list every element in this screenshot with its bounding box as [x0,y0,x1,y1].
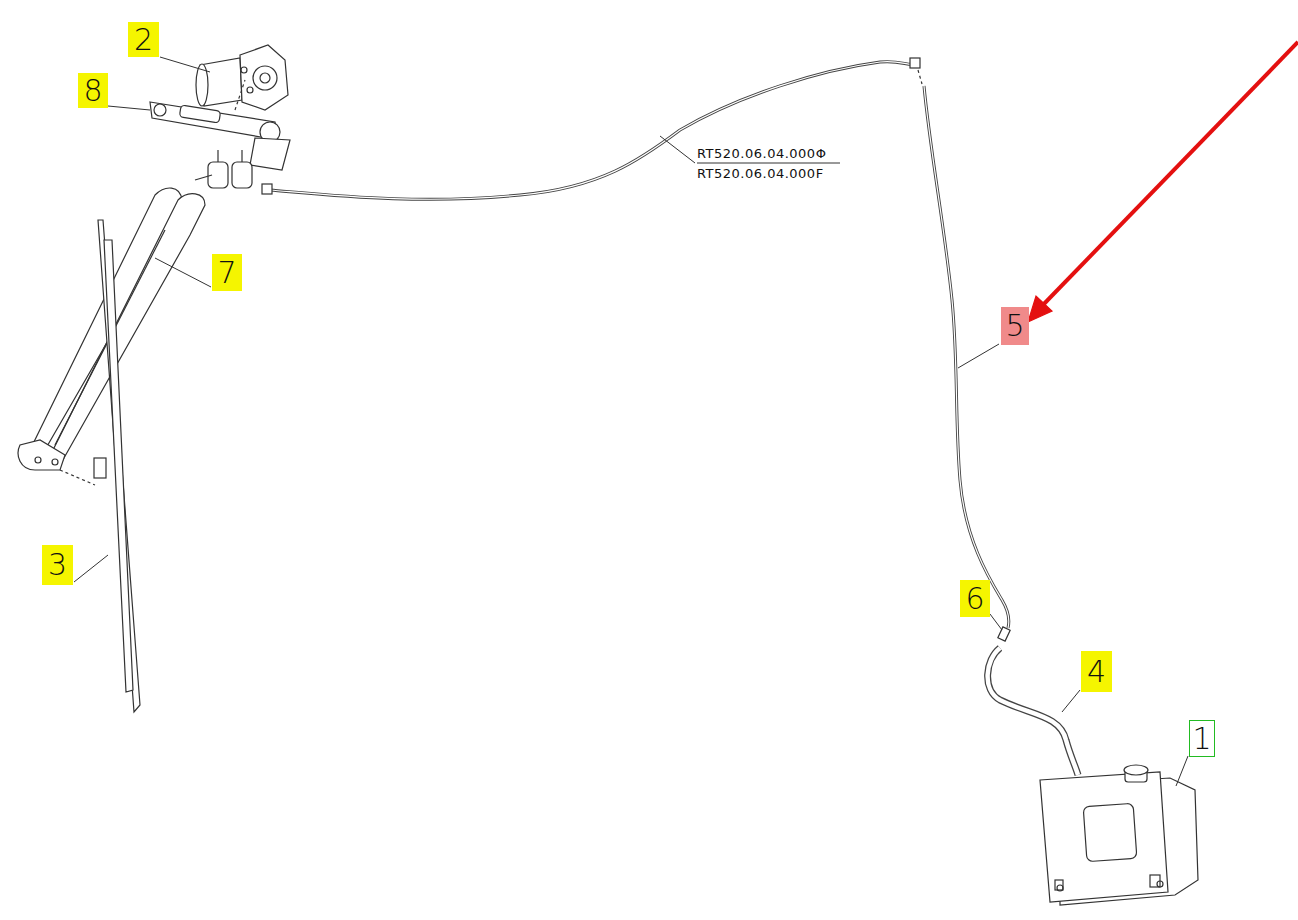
callout-number: 4 [1081,651,1112,692]
hose-5 [924,86,1009,628]
callout-number: 5 [1001,307,1029,345]
wiper-spindles [195,150,252,188]
washer-hose [270,62,915,200]
callout-number: 7 [212,254,242,291]
hose-fitting [910,58,920,68]
callout-number: 8 [78,73,108,108]
callout-number: 1 [1189,720,1215,757]
washer-hose-inner [270,62,915,200]
wiper-linkage [150,80,290,170]
callout-number: 2 [128,22,159,57]
washer-tank [1040,765,1198,905]
part-code: RT520.06.04.000Φ [697,146,826,162]
callout-number: 6 [960,580,990,617]
hose-connector [998,627,1010,641]
assembly-line [918,70,922,84]
wiper-motor [196,45,288,110]
hose-4-inner [988,648,1078,775]
leader-lines [74,57,1188,786]
callout-number: 3 [42,545,73,585]
part-code: RT520.06.04.000F [697,166,824,182]
pointer-arrow [1028,42,1298,322]
hose-4 [988,648,1078,775]
wiper-blade [94,220,140,712]
hose-fitting [262,184,272,194]
hose-5-inner [924,86,1009,628]
